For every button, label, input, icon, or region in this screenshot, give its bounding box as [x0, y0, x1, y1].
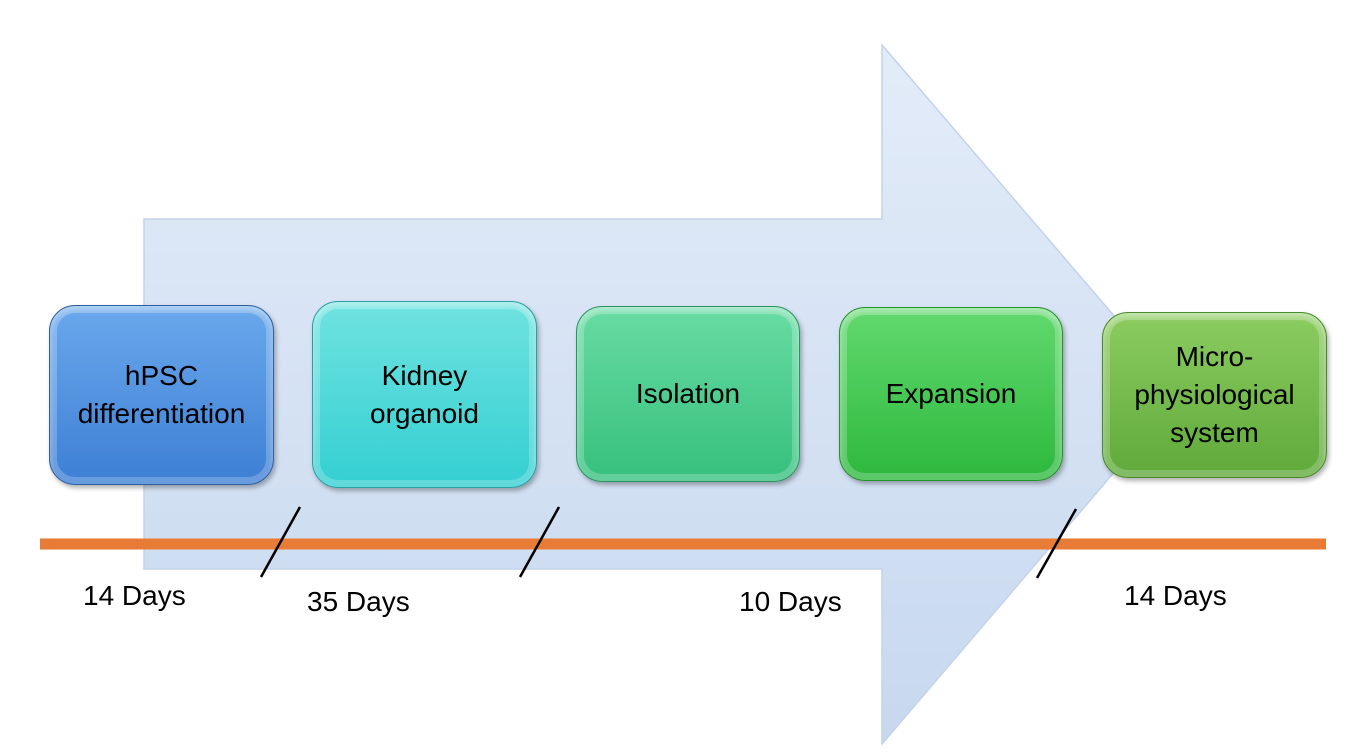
step-label: Expansion — [885, 378, 1017, 409]
step-microphysiological-system: Micro- physiological system — [1102, 312, 1327, 478]
step-label: Kidney organoid — [370, 359, 479, 429]
tick-mark — [1035, 508, 1078, 579]
tick-mark — [259, 506, 302, 578]
duration-label: 35 Days — [307, 586, 410, 617]
step-hpsc-differentiation: hPSC differentiation — [49, 305, 274, 485]
step-label: hPSC differentiation — [77, 360, 246, 429]
step-expansion: Expansion — [839, 307, 1063, 481]
tick-mark — [518, 506, 561, 578]
duration-label: 14 Days — [1124, 580, 1227, 611]
step-kidney-organoid: Kidney organoid — [312, 301, 537, 488]
duration-label: 10 Days — [739, 586, 842, 617]
duration-label: 14 Days — [83, 580, 186, 611]
step-label: Isolation — [635, 378, 741, 409]
step-label: Micro- physiological system — [1134, 341, 1295, 448]
step-isolation: Isolation — [576, 306, 800, 482]
